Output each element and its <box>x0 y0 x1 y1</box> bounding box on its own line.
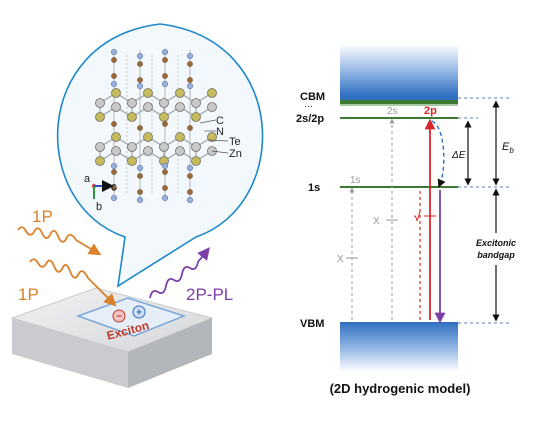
excitation-beam-top <box>17 226 102 256</box>
energy-level-diagram: CBM ··· 2s/2p 1s VBM 2s 2p 1s X X √ <box>296 44 530 396</box>
label-nitrogen: N <box>216 126 224 138</box>
hole-icon <box>132 305 146 319</box>
cbm-dots: ··· <box>304 101 313 111</box>
forbidden-transition-2s: X <box>373 118 398 320</box>
crystal-lattice: C N Te Zn <box>95 48 242 204</box>
cbm-edge <box>340 96 458 100</box>
svg-text:−: − <box>116 312 122 323</box>
label-carbon: C <box>216 115 224 127</box>
label-1s-inner: 1s <box>350 175 361 186</box>
label-vbm: VBM <box>300 318 324 330</box>
relaxation-path <box>431 120 446 324</box>
eb-label: Eb <box>502 141 514 155</box>
label-tellurium: Te <box>229 136 241 148</box>
delta-e-arrow: ΔE <box>451 120 472 186</box>
valence-band <box>340 322 458 372</box>
emission-beam <box>149 247 210 299</box>
cross-1s: X <box>337 254 344 265</box>
eb-subscript: b <box>509 146 514 155</box>
conduction-band <box>340 44 458 96</box>
atom-layer-top <box>95 88 217 122</box>
cbm-green-line <box>340 100 458 104</box>
label-2s-inner: 2s <box>387 106 398 117</box>
label-zinc: Zn <box>229 148 242 160</box>
electron-icon <box>112 309 126 323</box>
atom-layer-bottom <box>95 132 217 166</box>
axis-b-label: b <box>96 201 102 213</box>
bandgap-label-line2: bandgap <box>477 250 515 260</box>
organic-linkers <box>110 48 194 204</box>
label-2s2p: 2s/2p <box>296 113 324 125</box>
svg-text:+: + <box>136 308 142 319</box>
axis-c-label: c <box>111 181 117 193</box>
allowed-transition-2p: √ <box>414 118 436 320</box>
cross-2s: X <box>373 216 380 227</box>
excitonic-bandgap-arrow: Excitonic bandgap <box>464 188 530 322</box>
axis-a-label: a <box>84 173 91 185</box>
bandgap-label-line1: Excitonic <box>476 238 516 248</box>
forbidden-transition-1s: X <box>337 187 358 320</box>
beam-top-label: 1P <box>32 207 53 226</box>
excitation-beam-bottom <box>29 258 117 307</box>
beam-bottom-label: 1P <box>18 285 39 304</box>
crystal-axes: a c b <box>84 173 117 213</box>
label-2p-inner: 2p <box>424 105 437 117</box>
left-panel: − + Exciton <box>10 23 264 388</box>
diagram-caption: (2D hydrogenic model) <box>330 381 471 396</box>
emission-label: 2P-PL <box>186 285 233 304</box>
label-1s: 1s <box>308 182 320 194</box>
label-cbm: CBM <box>300 91 325 103</box>
delta-e-label: ΔE <box>451 150 466 161</box>
check-2p: √ <box>414 210 421 224</box>
binding-energy-arrow: Eb <box>492 100 514 186</box>
